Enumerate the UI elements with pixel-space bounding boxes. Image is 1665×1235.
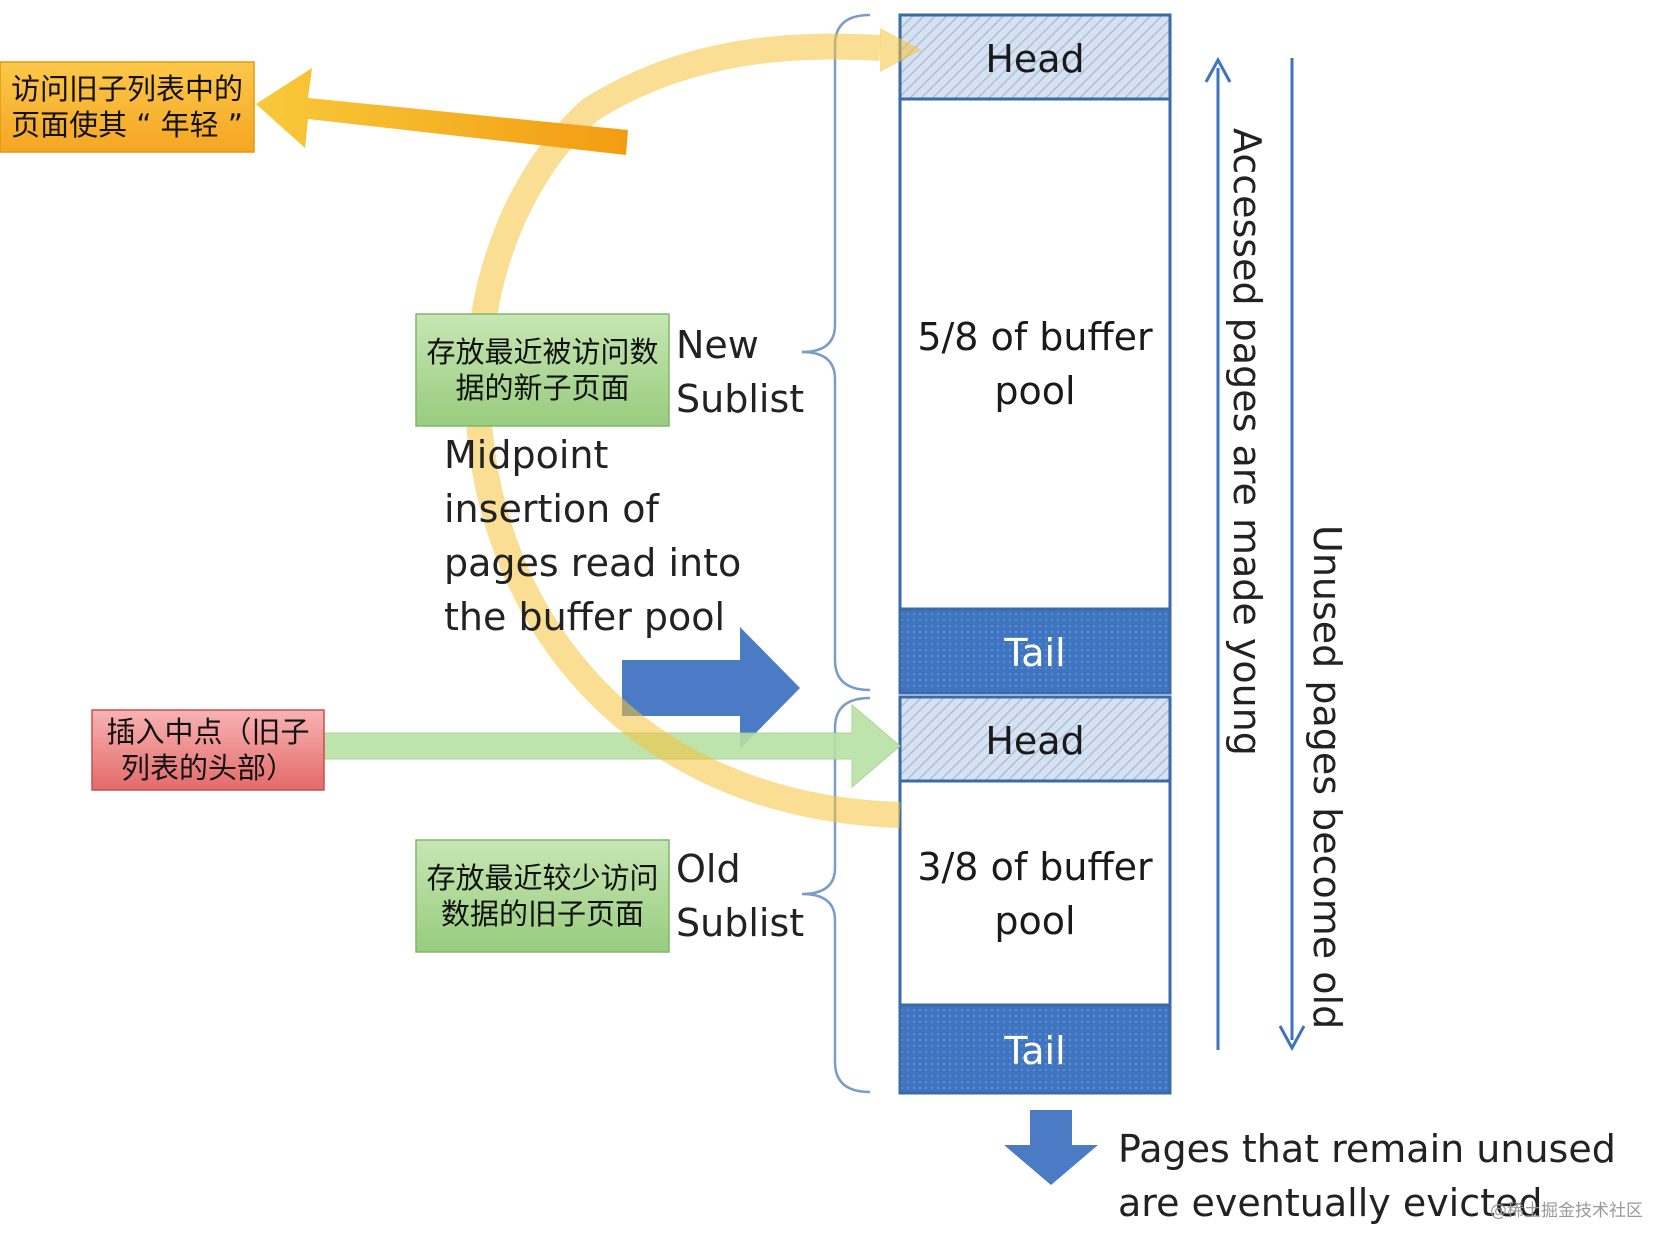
new-tail-block — [898, 607, 1172, 695]
eviction-line1: Pages that remain unused — [1118, 1127, 1616, 1171]
new-body-line1: 5/8 of buffer — [917, 315, 1153, 359]
eviction-down-arrow — [1004, 1110, 1098, 1185]
new-head-block — [898, 13, 1172, 101]
new-body-block — [898, 97, 1172, 611]
insert-midpoint-arrow — [321, 703, 901, 789]
midpoint-label: Midpoint insertion of pages read into th… — [444, 428, 741, 644]
old-body-block — [898, 779, 1172, 1007]
new-sublist-line1: New — [676, 323, 759, 367]
old-annotation-text: 存放最近较少访问 数据的旧子页面 — [416, 840, 669, 952]
old-sublist-bracket — [801, 696, 871, 1094]
new-tail-label: Tail — [1004, 631, 1066, 675]
young-curve-arrow — [464, 33, 901, 828]
old-body-label: 3/8 of buffer pool — [900, 840, 1170, 948]
old-body-line2: pool — [994, 899, 1076, 943]
new-annotation-line2: 据的新子页面 — [455, 371, 630, 405]
old-head-block — [898, 695, 1172, 783]
insert-annotation-line1: 插入中点（旧子 — [106, 715, 310, 749]
accessed-young-label: Accessed pages are made young — [1225, 128, 1269, 756]
new-annotation-box — [415, 313, 670, 427]
new-annotation-line1: 存放最近被访问数 — [426, 335, 659, 369]
old-sublist-label: Old Sublist — [676, 842, 804, 950]
old-annotation-box — [415, 839, 670, 953]
midpoint-block-arrow — [622, 627, 800, 749]
watermark: @稀土掘金技术社区 — [1490, 1201, 1643, 1221]
old-head-label: Head — [985, 719, 1085, 763]
old-tail-block — [898, 1003, 1172, 1095]
midpoint-line1: Midpoint — [444, 433, 609, 477]
new-sublist-bracket — [801, 13, 871, 692]
insert-annotation-text: 插入中点（旧子 列表的头部） — [92, 710, 324, 790]
eviction-label: Pages that remain unused are eventually … — [1118, 1122, 1616, 1230]
new-body-line2: pool — [994, 369, 1076, 413]
eviction-line2: are eventually evicted — [1118, 1181, 1543, 1225]
young-annotation-box — [0, 61, 255, 153]
midpoint-line4: the buffer pool — [444, 595, 726, 639]
midpoint-line2: insertion of — [444, 487, 659, 531]
young-annotation-arrow — [256, 68, 628, 155]
old-annotation-line2: 数据的旧子页面 — [440, 897, 644, 931]
old-sublist-line1: Old — [676, 847, 741, 891]
insert-annotation-line2: 列表的头部） — [120, 751, 295, 785]
midpoint-line3: pages read into — [444, 541, 742, 585]
old-annotation-line1: 存放最近较少访问 — [426, 861, 659, 895]
new-head-label: Head — [985, 37, 1085, 81]
unused-old-label: Unused pages become old — [1305, 525, 1349, 1030]
young-curve-arrowhead — [880, 28, 922, 72]
old-body-line1: 3/8 of buffer — [917, 845, 1153, 889]
new-annotation-text: 存放最近被访问数 据的新子页面 — [416, 314, 669, 426]
new-sublist-label: New Sublist — [676, 318, 804, 426]
young-annotation-line2: 页面使其 “ 年轻 ” — [11, 108, 243, 142]
old-tail-label: Tail — [1004, 1029, 1066, 1073]
old-sublist-line2: Sublist — [676, 901, 805, 945]
accessed-young-arrow — [1204, 56, 1232, 1050]
new-sublist-line2: Sublist — [676, 377, 805, 421]
new-body-label: 5/8 of buffer pool — [900, 310, 1170, 418]
insert-annotation-box — [91, 709, 325, 791]
young-annotation-line1: 访问旧子列表中的 — [10, 72, 243, 106]
unused-old-arrow — [1278, 58, 1306, 1052]
young-annotation-text: 访问旧子列表中的 页面使其 “ 年轻 ” — [0, 62, 254, 152]
